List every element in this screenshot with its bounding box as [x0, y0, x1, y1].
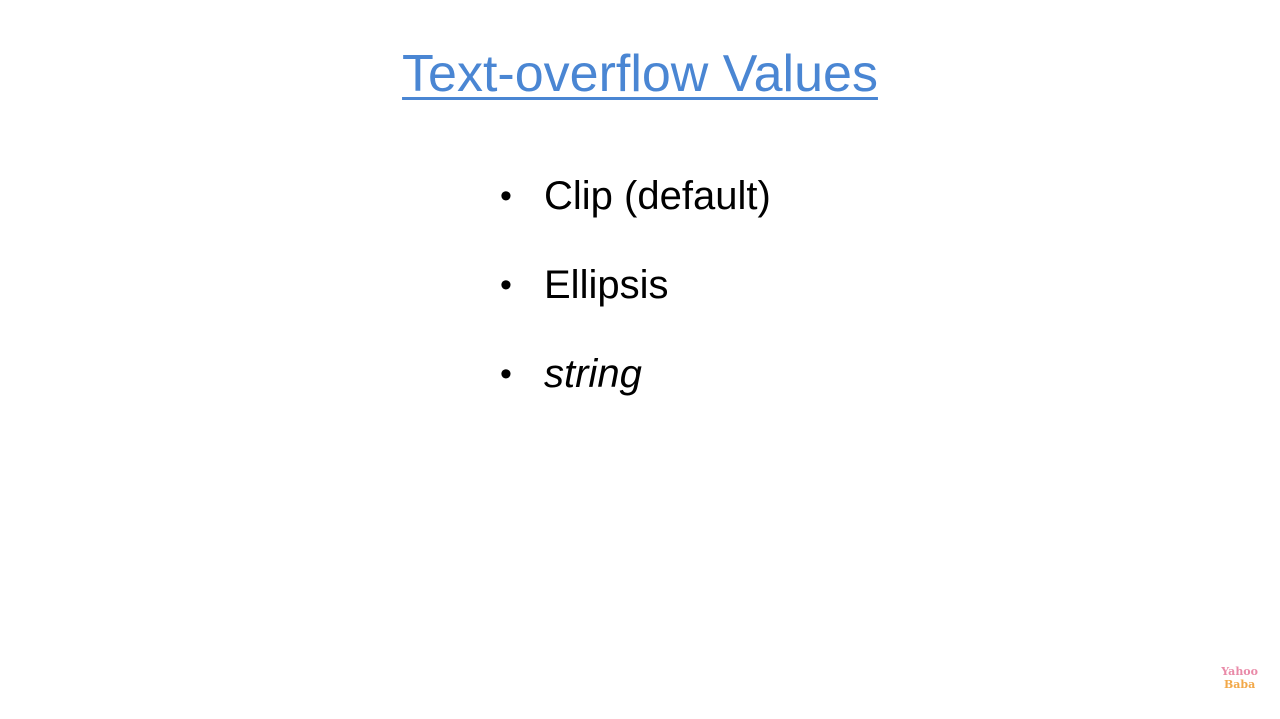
list-item: • Ellipsis	[500, 249, 771, 321]
list-item: • Clip (default)	[500, 160, 771, 232]
list-item: • string	[500, 338, 771, 410]
bullet-icon: •	[500, 355, 512, 393]
bullet-text-string: string	[544, 351, 642, 396]
bullet-text-ellipsis: Ellipsis	[544, 262, 669, 307]
watermark-line-1: Yahoo	[1221, 665, 1258, 678]
watermark-line-2: Baba	[1223, 678, 1256, 691]
bullet-icon: •	[500, 266, 512, 304]
bullet-icon: •	[500, 177, 512, 215]
watermark-logo: Yahoo Baba	[1221, 665, 1258, 691]
bullet-text-clip: Clip (default)	[544, 173, 771, 218]
slide-title: Text-overflow Values	[402, 45, 878, 103]
bullet-list: • Clip (default) • Ellipsis • string	[500, 160, 771, 427]
